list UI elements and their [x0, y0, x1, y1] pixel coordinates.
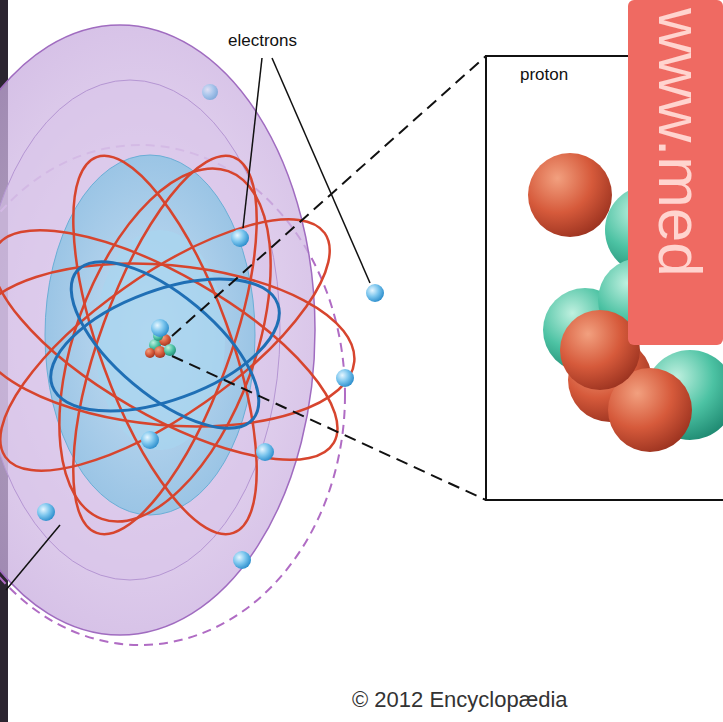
part-label: electrons	[228, 32, 297, 51]
watermark-band	[628, 0, 723, 345]
zoom-lines	[172, 56, 486, 500]
leader-lines	[6, 58, 568, 590]
watermark: www.med	[646, 8, 714, 277]
electrons	[37, 84, 384, 569]
inner-orbits	[33, 233, 296, 457]
part-label: proton	[520, 66, 568, 85]
orbits	[0, 135, 369, 555]
copyright: © 2012 Encyclopædia	[352, 688, 568, 712]
